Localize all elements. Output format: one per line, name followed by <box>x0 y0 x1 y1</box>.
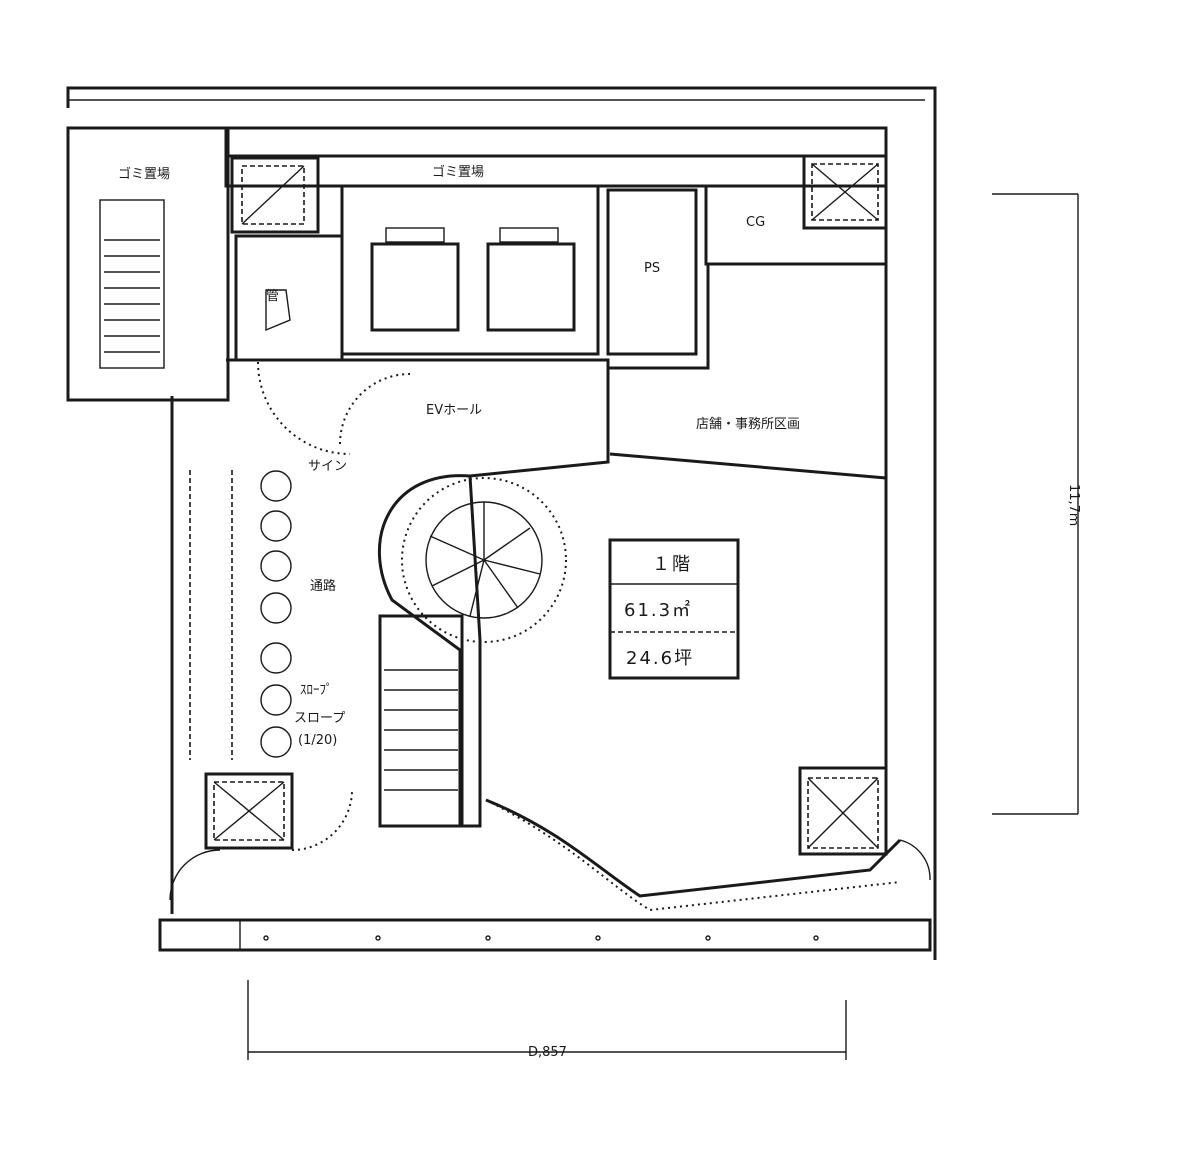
ps-label: PS <box>644 261 660 276</box>
elevator-right <box>486 227 576 332</box>
duct-bottom-right <box>798 766 888 856</box>
ev-hall-door-swing-2 <box>339 373 411 445</box>
passage-label: 通路 <box>310 578 336 594</box>
slope-label-c: (1/20) <box>298 733 337 748</box>
bottom-sidewalk <box>158 918 932 952</box>
elevator-block <box>340 184 600 356</box>
bottom-curved-wall <box>485 798 902 898</box>
garbage-area-top <box>224 126 888 158</box>
office-divider <box>609 452 887 480</box>
area-tsubo: 24.6坪 <box>626 648 694 669</box>
slope-label-b: スロープ <box>294 711 345 726</box>
bollards <box>260 470 292 758</box>
office-label: 店舗・事務所区画 <box>696 417 800 432</box>
ps-room <box>606 188 698 356</box>
main-stair <box>378 614 464 828</box>
main-stair-treads <box>384 669 458 791</box>
bottom-ticks <box>263 935 819 941</box>
cg-label: CG <box>746 215 765 230</box>
left-stair-treads <box>104 239 160 353</box>
left-stairs <box>99 199 165 369</box>
outer-frame-top <box>66 86 937 960</box>
kan-mark <box>265 289 291 332</box>
office-walls <box>608 262 888 830</box>
ev-hall-door-swing-1 <box>257 361 351 455</box>
dim-line-width <box>247 980 847 1060</box>
garbage-area-label: ゴミ置場 <box>432 164 484 180</box>
door-swing-left <box>169 849 221 901</box>
dim-width-label: D,857 <box>528 1045 567 1060</box>
floor-info-box <box>608 538 740 680</box>
garbage-area <box>224 154 888 188</box>
ev-hall-label: EVホール <box>426 403 482 418</box>
elevator-left <box>370 227 460 332</box>
duct-top-right <box>802 154 888 230</box>
cg-room <box>704 184 888 266</box>
dim-line-height <box>992 193 1079 815</box>
garbage-storage-label: ゴミ置場 <box>118 166 170 182</box>
sign-label: サイン <box>308 459 347 474</box>
area-m2: 61.3㎡ <box>624 599 692 621</box>
duct-top-left <box>230 156 320 234</box>
kan-label: 管 <box>266 289 279 304</box>
kan-room <box>234 234 344 362</box>
ev-hall-walls <box>226 358 610 478</box>
door-swing-passage <box>291 789 353 851</box>
door-swing-right <box>899 839 931 881</box>
garbage-storage-room <box>66 126 230 402</box>
dim-height-label: 11,7ｍ <box>1066 484 1081 526</box>
floor-label: １階 <box>652 554 692 575</box>
curved-wall <box>377 474 482 828</box>
slope-label-a: ｽﾛｰﾌﾟ <box>300 683 333 698</box>
duct-bottom-left <box>204 772 294 850</box>
spiral-staircase <box>401 477 567 643</box>
